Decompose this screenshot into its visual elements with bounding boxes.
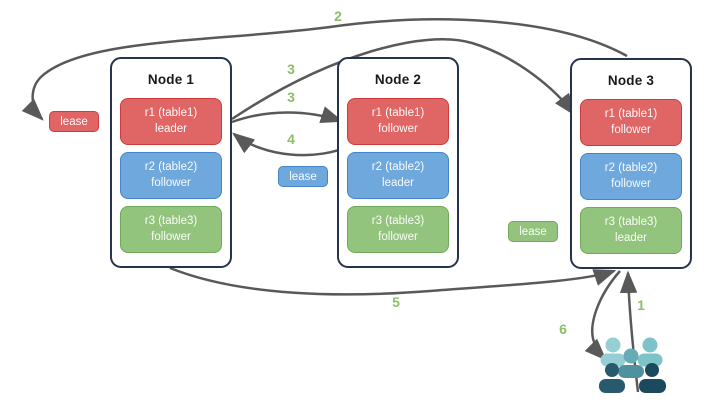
step-label-3a: 3 (287, 61, 295, 77)
node2-replica-r1: r1 (table1) follower (347, 98, 449, 145)
replica-role: follower (611, 177, 651, 190)
step-label-1: 1 (637, 297, 645, 313)
person-top-right (637, 337, 663, 367)
node3-replica-r2: r2 (table2) follower (580, 153, 682, 200)
node-2-title: Node 2 (374, 72, 422, 87)
node-2-box: Node 2 r1 (table1) follower r2 (table2) … (337, 57, 459, 268)
node1-replica-r2: r2 (table2) follower (120, 152, 222, 199)
step-label-4: 4 (287, 131, 295, 147)
node-1-title: Node 1 (147, 72, 195, 87)
step-label-6: 6 (559, 321, 567, 337)
replica-name: r1 (table1) (144, 107, 198, 120)
person-bottom-left (599, 363, 625, 393)
person-bottom-right (639, 363, 666, 393)
replica-role: leader (382, 176, 414, 189)
replica-role: leader (615, 231, 647, 244)
replica-name: r1 (table1) (604, 108, 658, 121)
node3-replica-r1: r1 (table1) follower (580, 99, 682, 146)
replica-role: follower (611, 123, 651, 136)
replica-role: follower (151, 230, 191, 243)
replica-name: r3 (table3) (604, 216, 658, 229)
lease-badge-table2: lease (278, 166, 328, 187)
step-label-2: 2 (334, 8, 342, 24)
replica-name: r2 (table2) (144, 161, 198, 174)
replica-name: r2 (table2) (371, 161, 425, 174)
person-middle (618, 348, 644, 378)
users-group-icon (599, 337, 666, 393)
lease-badge-table1: lease (49, 111, 99, 132)
person-top-left (600, 337, 626, 367)
arrow-step5-node1-to-r3-leader (169, 266, 617, 296)
node-1-box: Node 1 r1 (table1) leader r2 (table2) fo… (110, 57, 232, 268)
node2-replica-r3: r3 (table3) follower (347, 206, 449, 253)
node1-replica-r3: r3 (table3) follower (120, 206, 222, 253)
node1-replica-r1: r1 (table1) leader (120, 98, 222, 145)
node3-replica-r3: r3 (table3) leader (580, 207, 682, 254)
replica-name: r2 (table2) (604, 162, 658, 175)
arrow-step3-leader-to-node2 (231, 106, 344, 124)
node2-replica-r2: r2 (table2) leader (347, 152, 449, 199)
node-3-title: Node 3 (607, 73, 655, 88)
replica-role: follower (378, 122, 418, 135)
replica-role: leader (155, 122, 187, 135)
step-label-3b: 3 (287, 89, 295, 105)
replica-role: follower (151, 176, 191, 189)
replica-name: r3 (table3) (371, 215, 425, 228)
replica-role: follower (378, 230, 418, 243)
replica-name: r1 (table1) (371, 107, 425, 120)
lease-badge-table3: lease (508, 221, 558, 242)
replica-name: r3 (table3) (144, 215, 198, 228)
node-3-box: Node 3 r1 (table1) follower r2 (table2) … (570, 58, 692, 269)
step-label-5: 5 (392, 294, 400, 310)
